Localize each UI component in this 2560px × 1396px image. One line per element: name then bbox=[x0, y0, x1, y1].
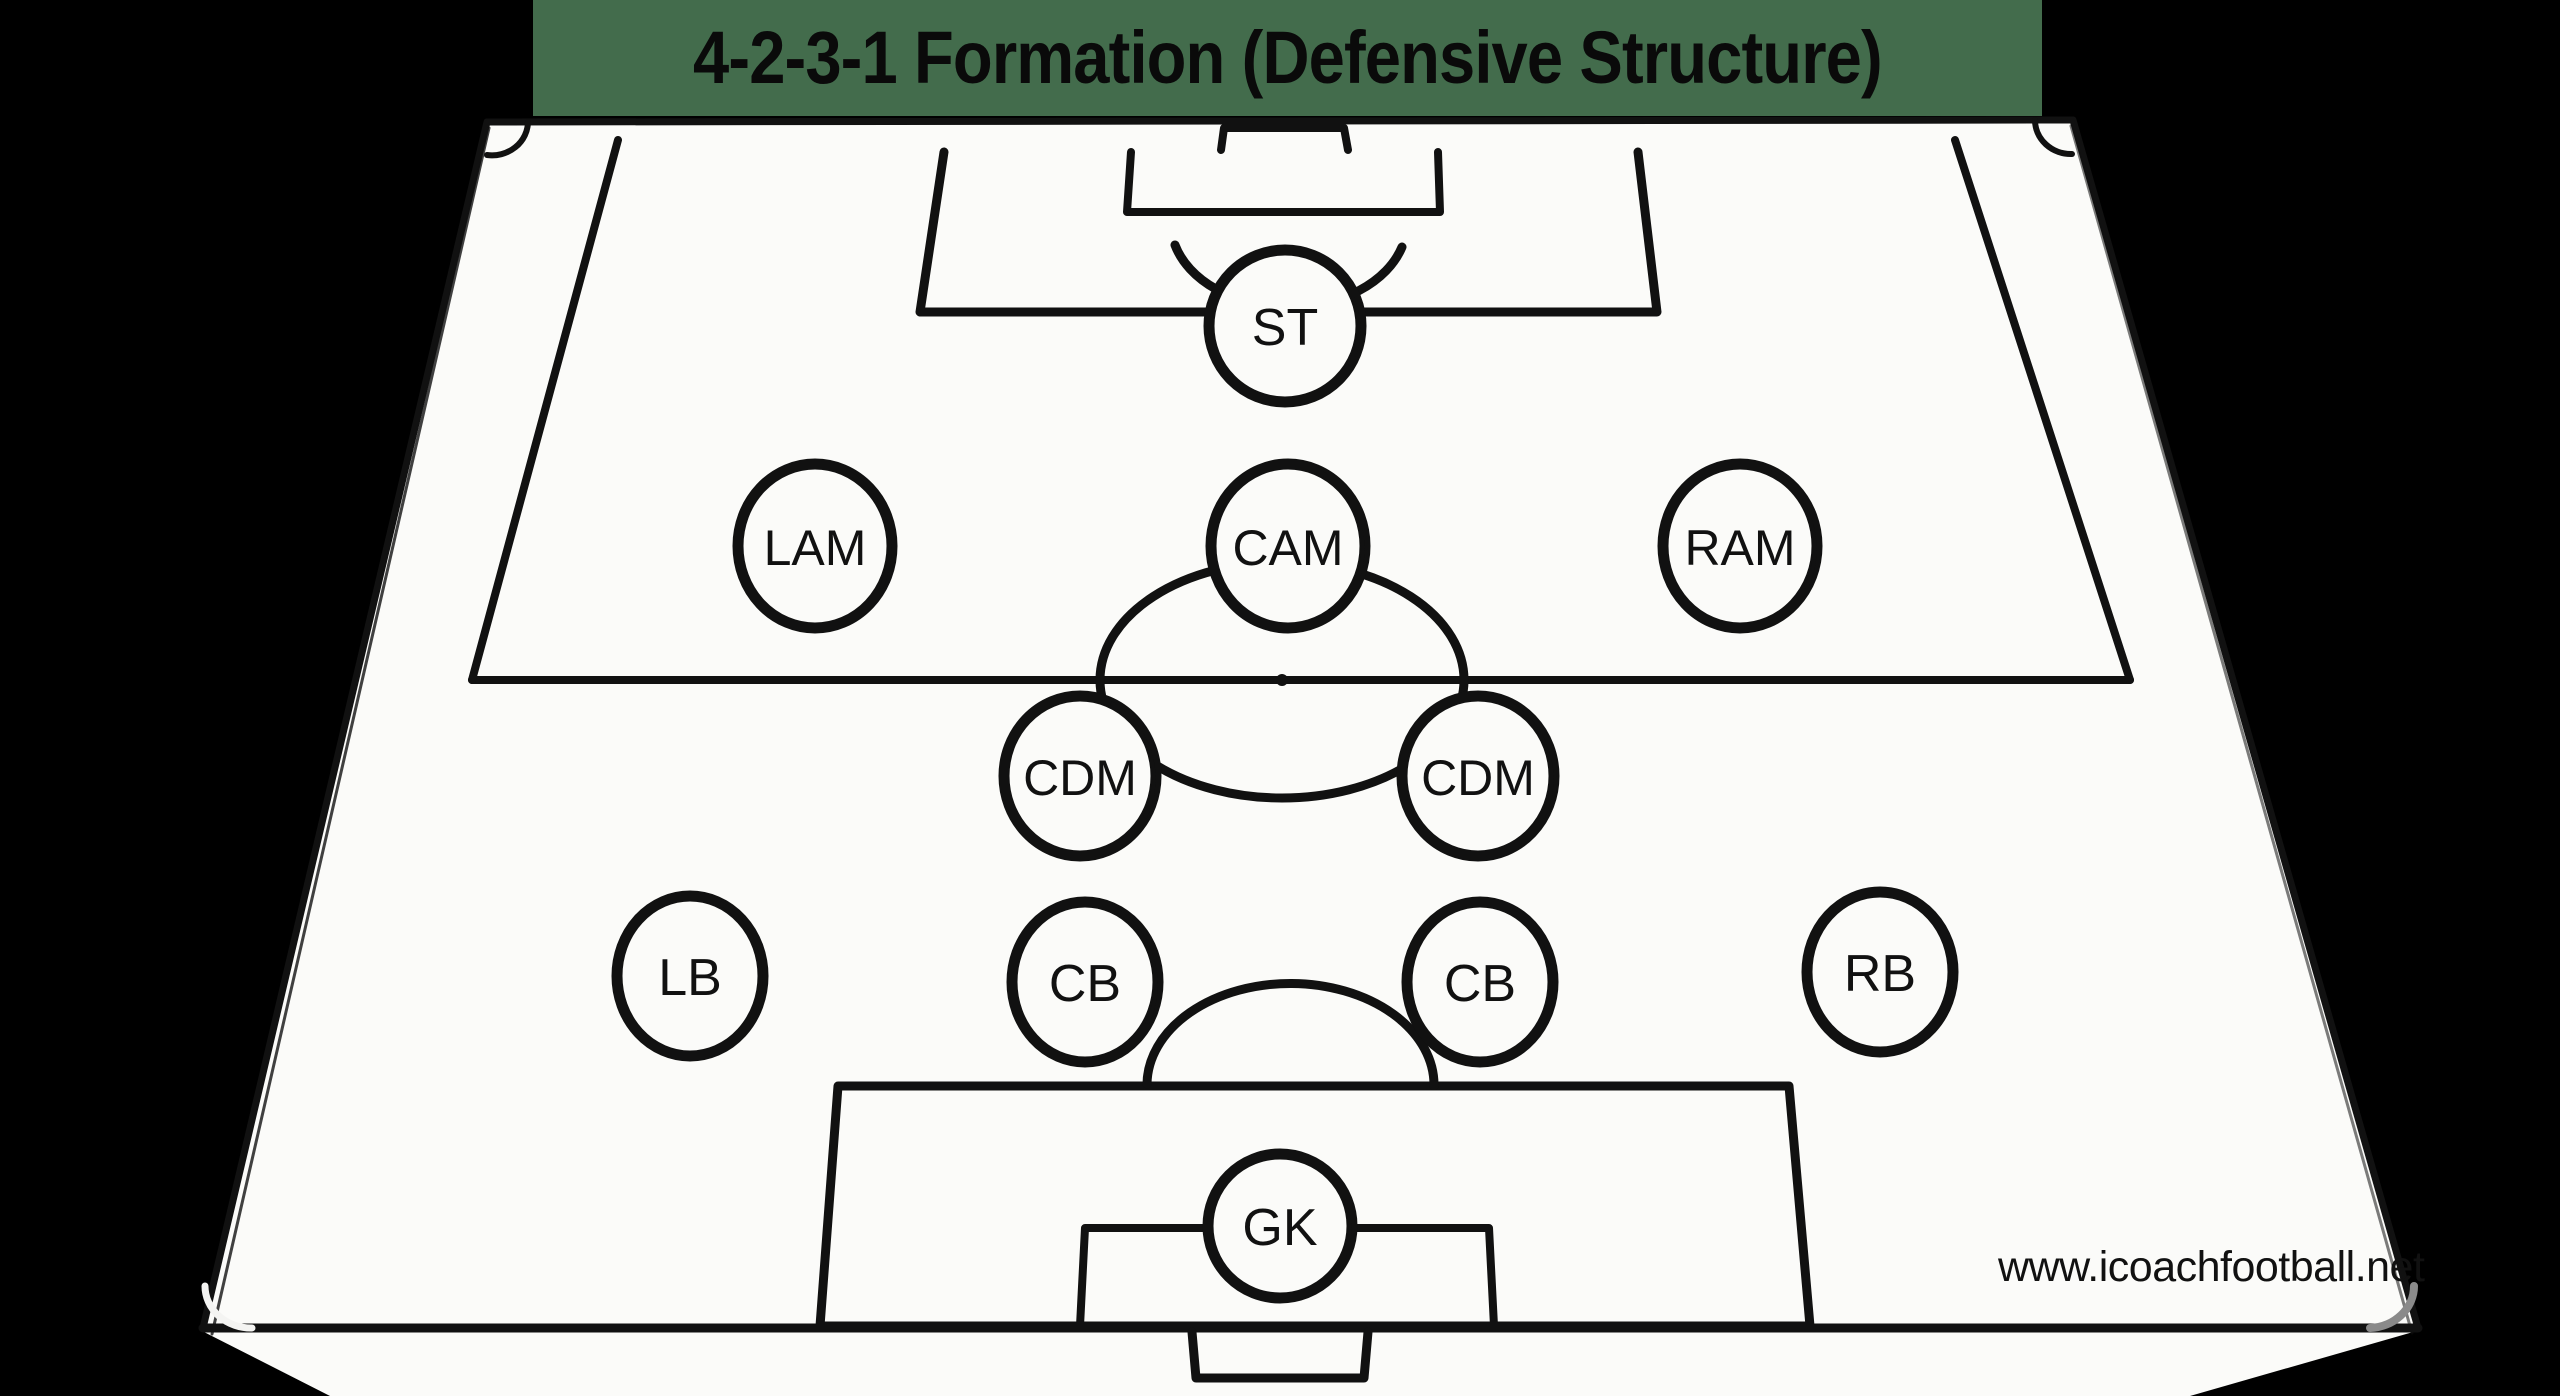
player-circle bbox=[732, 458, 898, 634]
goal-net-bottom bbox=[1187, 1327, 1373, 1383]
player-circle-sketch-stroke bbox=[1318, 469, 1365, 590]
player-label-cb_right: CB bbox=[1444, 955, 1516, 1013]
player-circle-sketch-stroke bbox=[1113, 907, 1158, 1025]
goal-net-top bbox=[1217, 124, 1352, 154]
player-circle-sketch-stroke bbox=[1908, 897, 1953, 1015]
watermark-url: www.icoachfootball.net bbox=[1998, 1243, 2425, 1291]
player-circle bbox=[998, 690, 1162, 862]
player-circle bbox=[1202, 1148, 1358, 1304]
corner-arc-bottom-left bbox=[201, 1282, 256, 1332]
player-marker-cb_left[interactable]: CB bbox=[1006, 896, 1164, 1068]
player-marker-lb[interactable]: LB bbox=[611, 890, 769, 1062]
page-title: 4-2-3-1 Formation (Defensive Structure) bbox=[693, 16, 1883, 99]
player-marker-rb[interactable]: RB bbox=[1801, 886, 1959, 1058]
players-layer: ST LAM CAM RAM CDM CDM LB CB CB RB GK bbox=[611, 244, 1959, 1304]
attacking-third-box bbox=[468, 136, 622, 684]
player-circle bbox=[1401, 896, 1559, 1068]
player-circle bbox=[1657, 458, 1823, 634]
player-marker-st[interactable]: ST bbox=[1203, 244, 1367, 408]
pitch-behind-goal bbox=[200, 1330, 2420, 1396]
player-marker-cdm_right[interactable]: CDM bbox=[1396, 690, 1560, 862]
player-label-rb: RB bbox=[1844, 945, 1916, 1003]
attacking-third-box-right bbox=[1951, 136, 2134, 684]
player-circle-sketch-stroke bbox=[1770, 469, 1817, 590]
player-circle-sketch-stroke bbox=[1508, 907, 1553, 1025]
title-banner: 4-2-3-1 Formation (Defensive Structure) bbox=[533, 0, 2042, 116]
player-marker-lam[interactable]: LAM bbox=[732, 458, 898, 634]
goal-area-top bbox=[1123, 148, 1444, 216]
pitch-outline-left-sketch bbox=[210, 126, 491, 1336]
corner-arc-top-right bbox=[2032, 117, 2075, 158]
player-circle-sketch-stroke bbox=[845, 469, 892, 590]
player-label-gk: GK bbox=[1242, 1199, 1317, 1257]
player-circle-sketch-stroke bbox=[1315, 254, 1361, 367]
player-label-cam: CAM bbox=[1232, 520, 1343, 576]
corner-arc-bottom-right bbox=[2366, 1282, 2419, 1332]
player-circle-sketch-stroke bbox=[1109, 701, 1156, 819]
player-circle bbox=[1203, 244, 1367, 408]
player-marker-ram[interactable]: RAM bbox=[1657, 458, 1823, 634]
player-label-cdm_right: CDM bbox=[1421, 750, 1535, 806]
player-label-st: ST bbox=[1252, 299, 1318, 357]
player-circle bbox=[1801, 886, 1959, 1058]
player-circle-sketch-stroke bbox=[718, 901, 763, 1019]
player-marker-cb_right[interactable]: CB bbox=[1401, 896, 1559, 1068]
player-circle bbox=[1006, 896, 1164, 1068]
player-marker-gk[interactable]: GK bbox=[1202, 1148, 1358, 1304]
player-label-lam: LAM bbox=[764, 520, 867, 576]
corner-arc-top-left bbox=[484, 119, 531, 159]
player-marker-cdm_left[interactable]: CDM bbox=[998, 690, 1162, 862]
player-label-cdm_left: CDM bbox=[1023, 750, 1137, 806]
player-circle-sketch-stroke bbox=[1308, 1158, 1352, 1265]
player-label-ram: RAM bbox=[1684, 520, 1795, 576]
player-circle bbox=[1396, 690, 1560, 862]
penalty-arc-bottom bbox=[1142, 978, 1439, 1091]
player-circle-sketch-stroke bbox=[1507, 701, 1554, 819]
player-marker-cam[interactable]: CAM bbox=[1205, 458, 1371, 634]
center-spot bbox=[1276, 674, 1288, 686]
player-circle bbox=[611, 890, 769, 1062]
pitch-outline-right-sketch bbox=[2069, 124, 2414, 1335]
player-circle bbox=[1205, 458, 1371, 634]
player-label-lb: LB bbox=[658, 949, 722, 1007]
player-label-cb_left: CB bbox=[1049, 955, 1121, 1013]
